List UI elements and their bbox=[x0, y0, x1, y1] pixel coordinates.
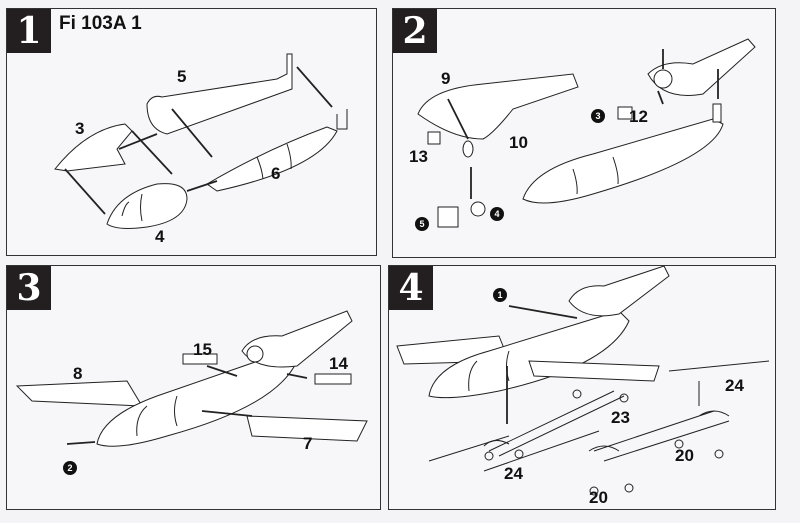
callout-3: 3 bbox=[591, 109, 605, 123]
part-label-20-right: 20 bbox=[675, 446, 694, 465]
step-3-panel: 3 15 14 8 7 2 bbox=[6, 265, 381, 510]
callout-5: 5 bbox=[415, 217, 429, 231]
part-label-14: 14 bbox=[329, 354, 348, 373]
part-label-20-left: 20 bbox=[589, 488, 608, 507]
part-label-13: 13 bbox=[409, 147, 428, 166]
step-2-panel: 2 9 13 10 12 3 5 4 bbox=[392, 8, 776, 258]
step-3-drawing bbox=[15, 310, 368, 447]
step-1-drawing bbox=[54, 53, 348, 229]
step-2-drawing bbox=[417, 38, 756, 228]
part-label-12: 12 bbox=[629, 107, 648, 126]
model-title: Fi 103A 1 bbox=[59, 13, 142, 34]
part-label-9: 9 bbox=[441, 69, 451, 88]
step-4-panel: 4 24 23 20 24 20 1 bbox=[388, 265, 776, 510]
step-1-panel: 1 Fi 103A 1 5 3 6 4 bbox=[6, 8, 377, 256]
part-label-15: 15 bbox=[193, 340, 212, 359]
step-4-drawing bbox=[396, 266, 770, 496]
part-label-6: 6 bbox=[271, 164, 281, 183]
part-label-24-left: 24 bbox=[504, 464, 523, 483]
step-1-badge: 1 bbox=[7, 9, 51, 53]
part-label-10: 10 bbox=[509, 133, 528, 152]
part-label-8: 8 bbox=[73, 364, 83, 383]
part-label-7: 7 bbox=[303, 434, 313, 453]
step-3-badge: 3 bbox=[7, 266, 51, 310]
callout-4: 4 bbox=[490, 207, 504, 221]
part-label-3: 3 bbox=[75, 119, 85, 138]
part-label-5: 5 bbox=[177, 67, 187, 86]
callout-2: 2 bbox=[63, 461, 77, 475]
step-2-badge: 2 bbox=[393, 9, 437, 53]
part-label-23: 23 bbox=[611, 408, 630, 427]
part-label-4: 4 bbox=[155, 227, 165, 246]
step-4-badge: 4 bbox=[389, 266, 433, 310]
callout-1: 1 bbox=[493, 288, 507, 302]
part-label-24-right: 24 bbox=[725, 376, 744, 395]
